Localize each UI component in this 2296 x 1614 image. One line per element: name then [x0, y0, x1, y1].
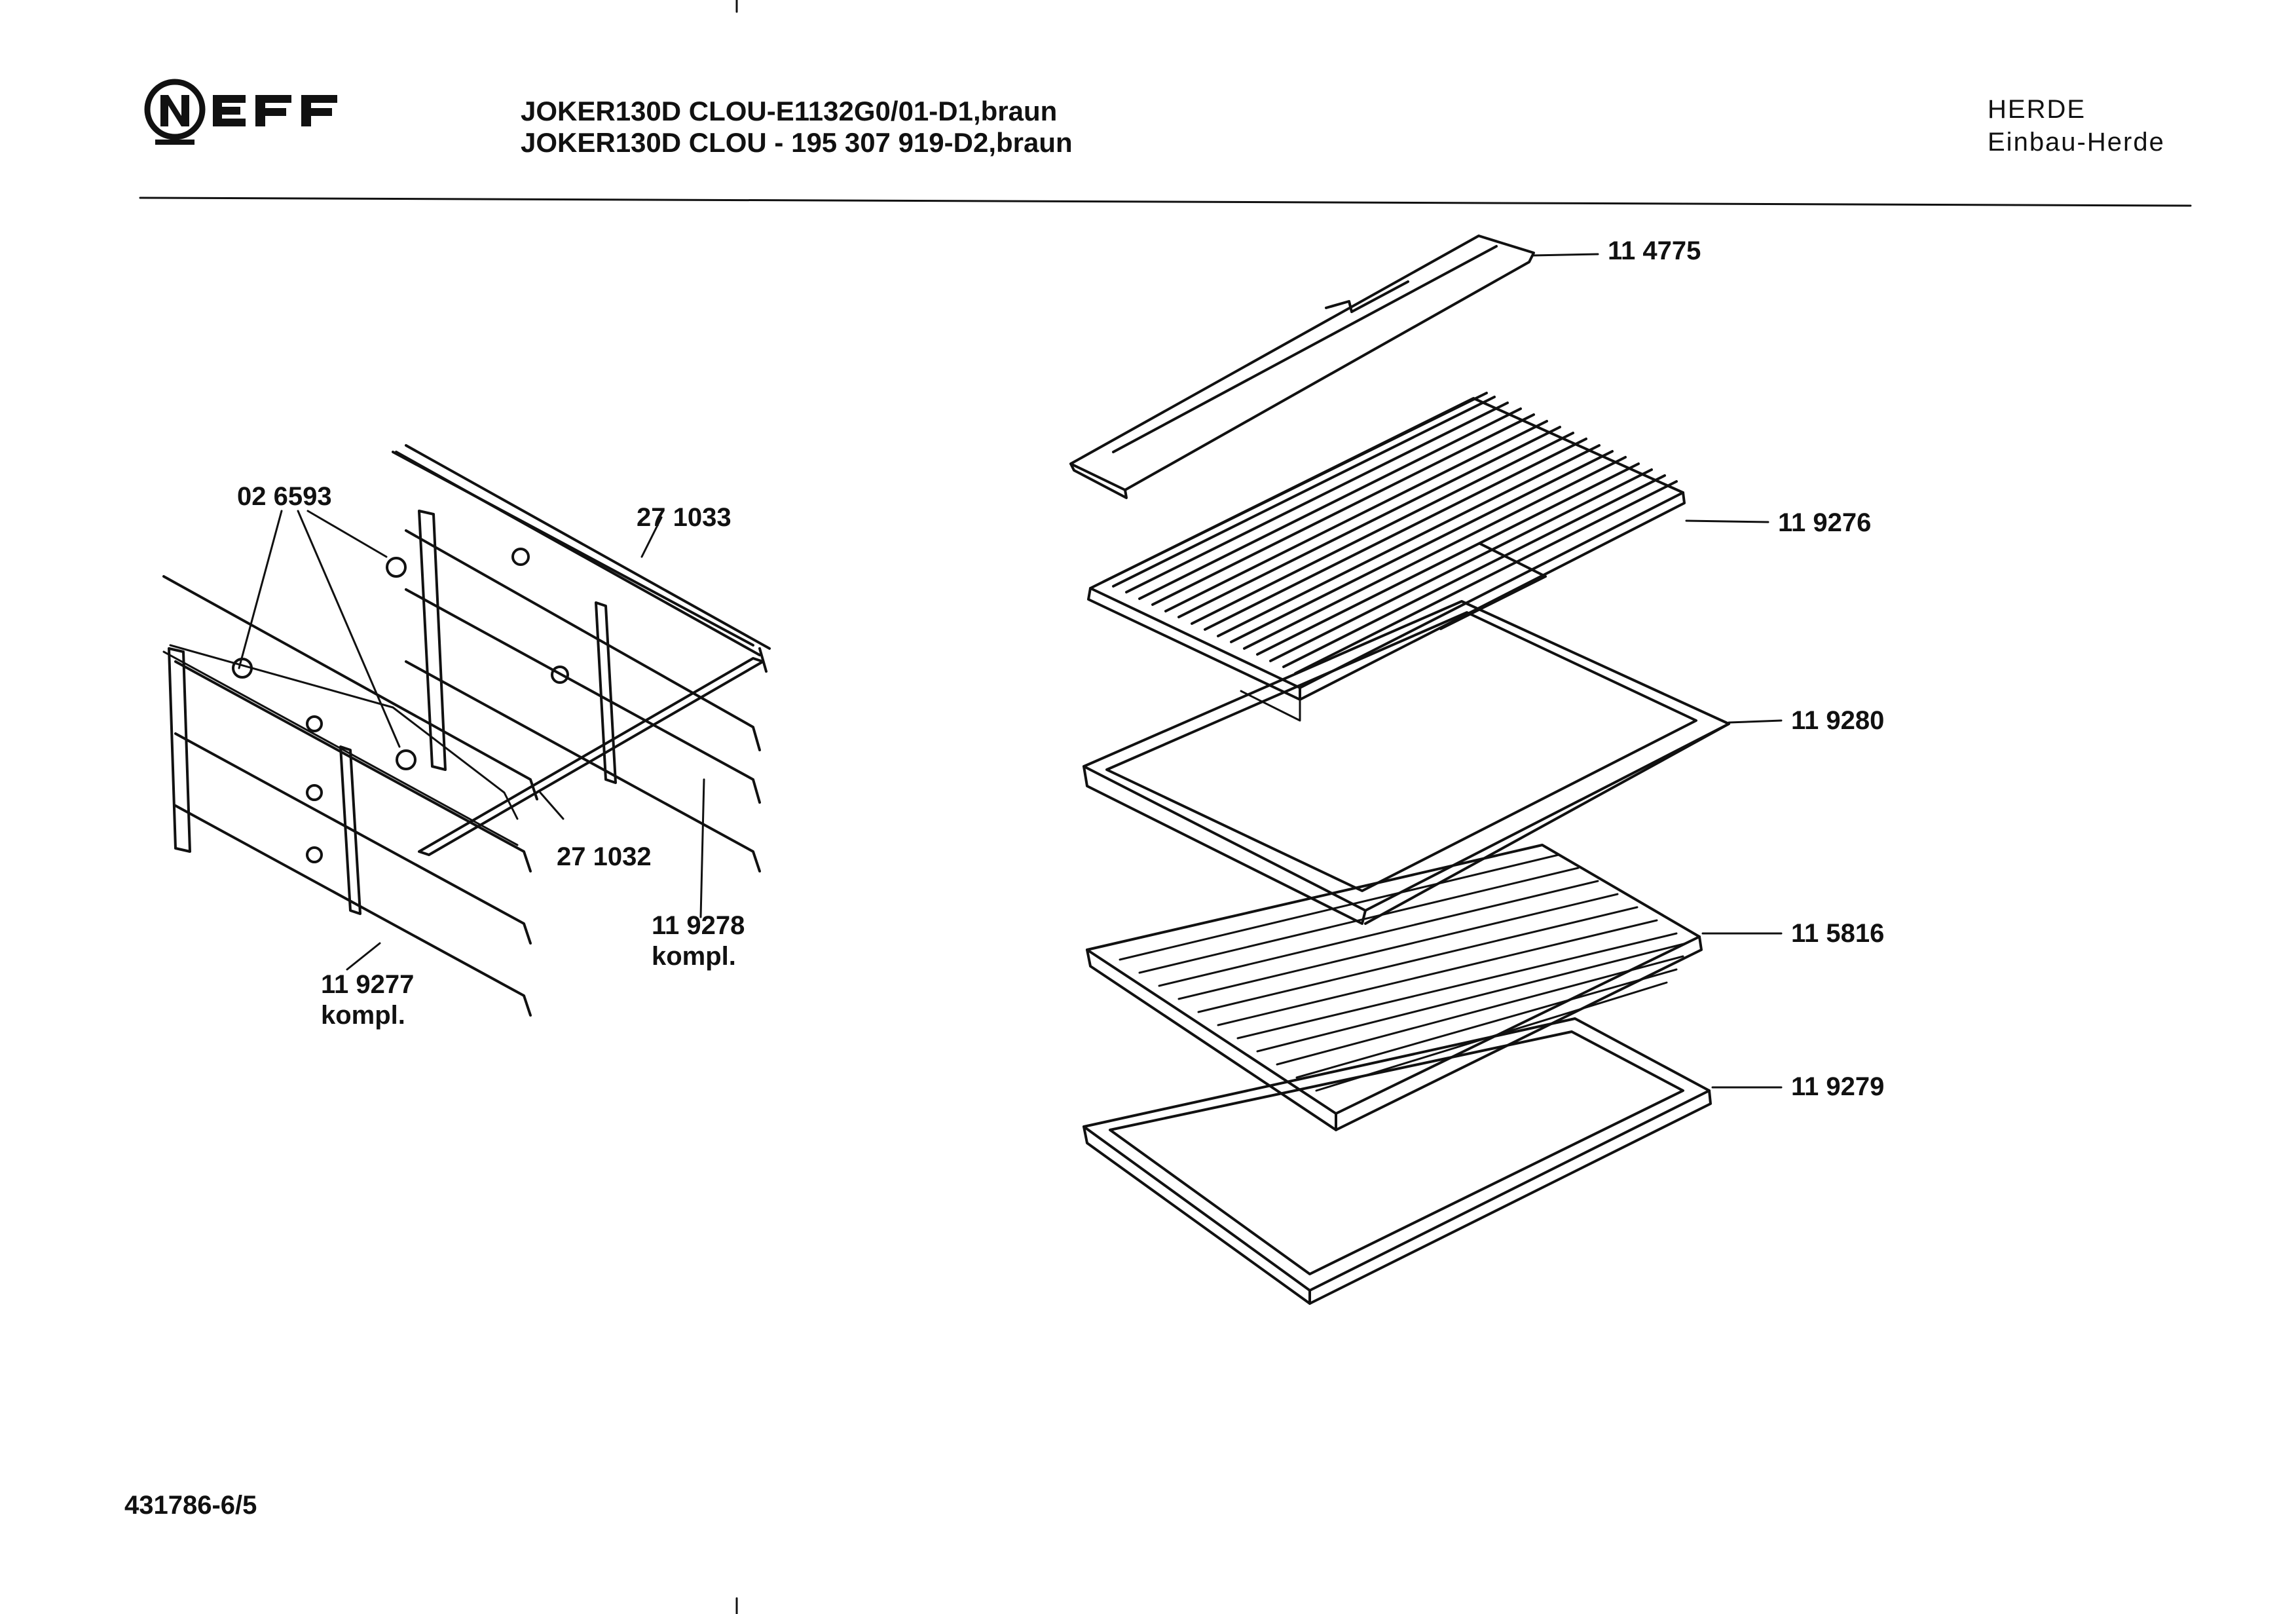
model-line-2: JOKER130D CLOU - 195 307 919-D2,braun [521, 127, 1073, 158]
label-119277-note: kompl. [321, 1001, 405, 1030]
part-119277-rail-assembly [162, 644, 532, 1017]
part-115816-tray [1086, 844, 1783, 1131]
part-119280-plate [1083, 600, 1783, 925]
header-rule [139, 197, 2192, 207]
category-subtitle: Einbau-Herde [1988, 128, 2165, 157]
part-271033-rail [392, 451, 754, 647]
label-119278-note: kompl. [652, 942, 736, 971]
label-119276: 11 9276 [1778, 508, 1872, 537]
part-271032-rail [162, 575, 565, 820]
label-119277: 11 9277 [321, 970, 415, 999]
part-026593-bolts [232, 510, 417, 770]
label-119278: 11 9278 [652, 911, 745, 940]
label-119280: 11 9280 [1791, 706, 1885, 735]
part-119276-rack [1087, 392, 1769, 722]
label-271032: 27 1032 [557, 842, 652, 871]
document-number: 431786-6/5 [124, 1491, 257, 1520]
label-271033: 27 1033 [637, 503, 731, 532]
neff-logo [144, 79, 337, 145]
part-114775-strip [1069, 235, 1599, 499]
model-line-1: JOKER130D CLOU-E1132G0/01-D1,braun [521, 96, 1058, 126]
label-119279: 11 9279 [1791, 1072, 1885, 1101]
part-119279-frame [1083, 1017, 1783, 1305]
label-115816: 11 5816 [1791, 919, 1885, 948]
category-title: HERDE [1988, 95, 2086, 124]
label-026593: 02 6593 [237, 482, 332, 511]
label-114775: 11 4775 [1608, 236, 1701, 265]
